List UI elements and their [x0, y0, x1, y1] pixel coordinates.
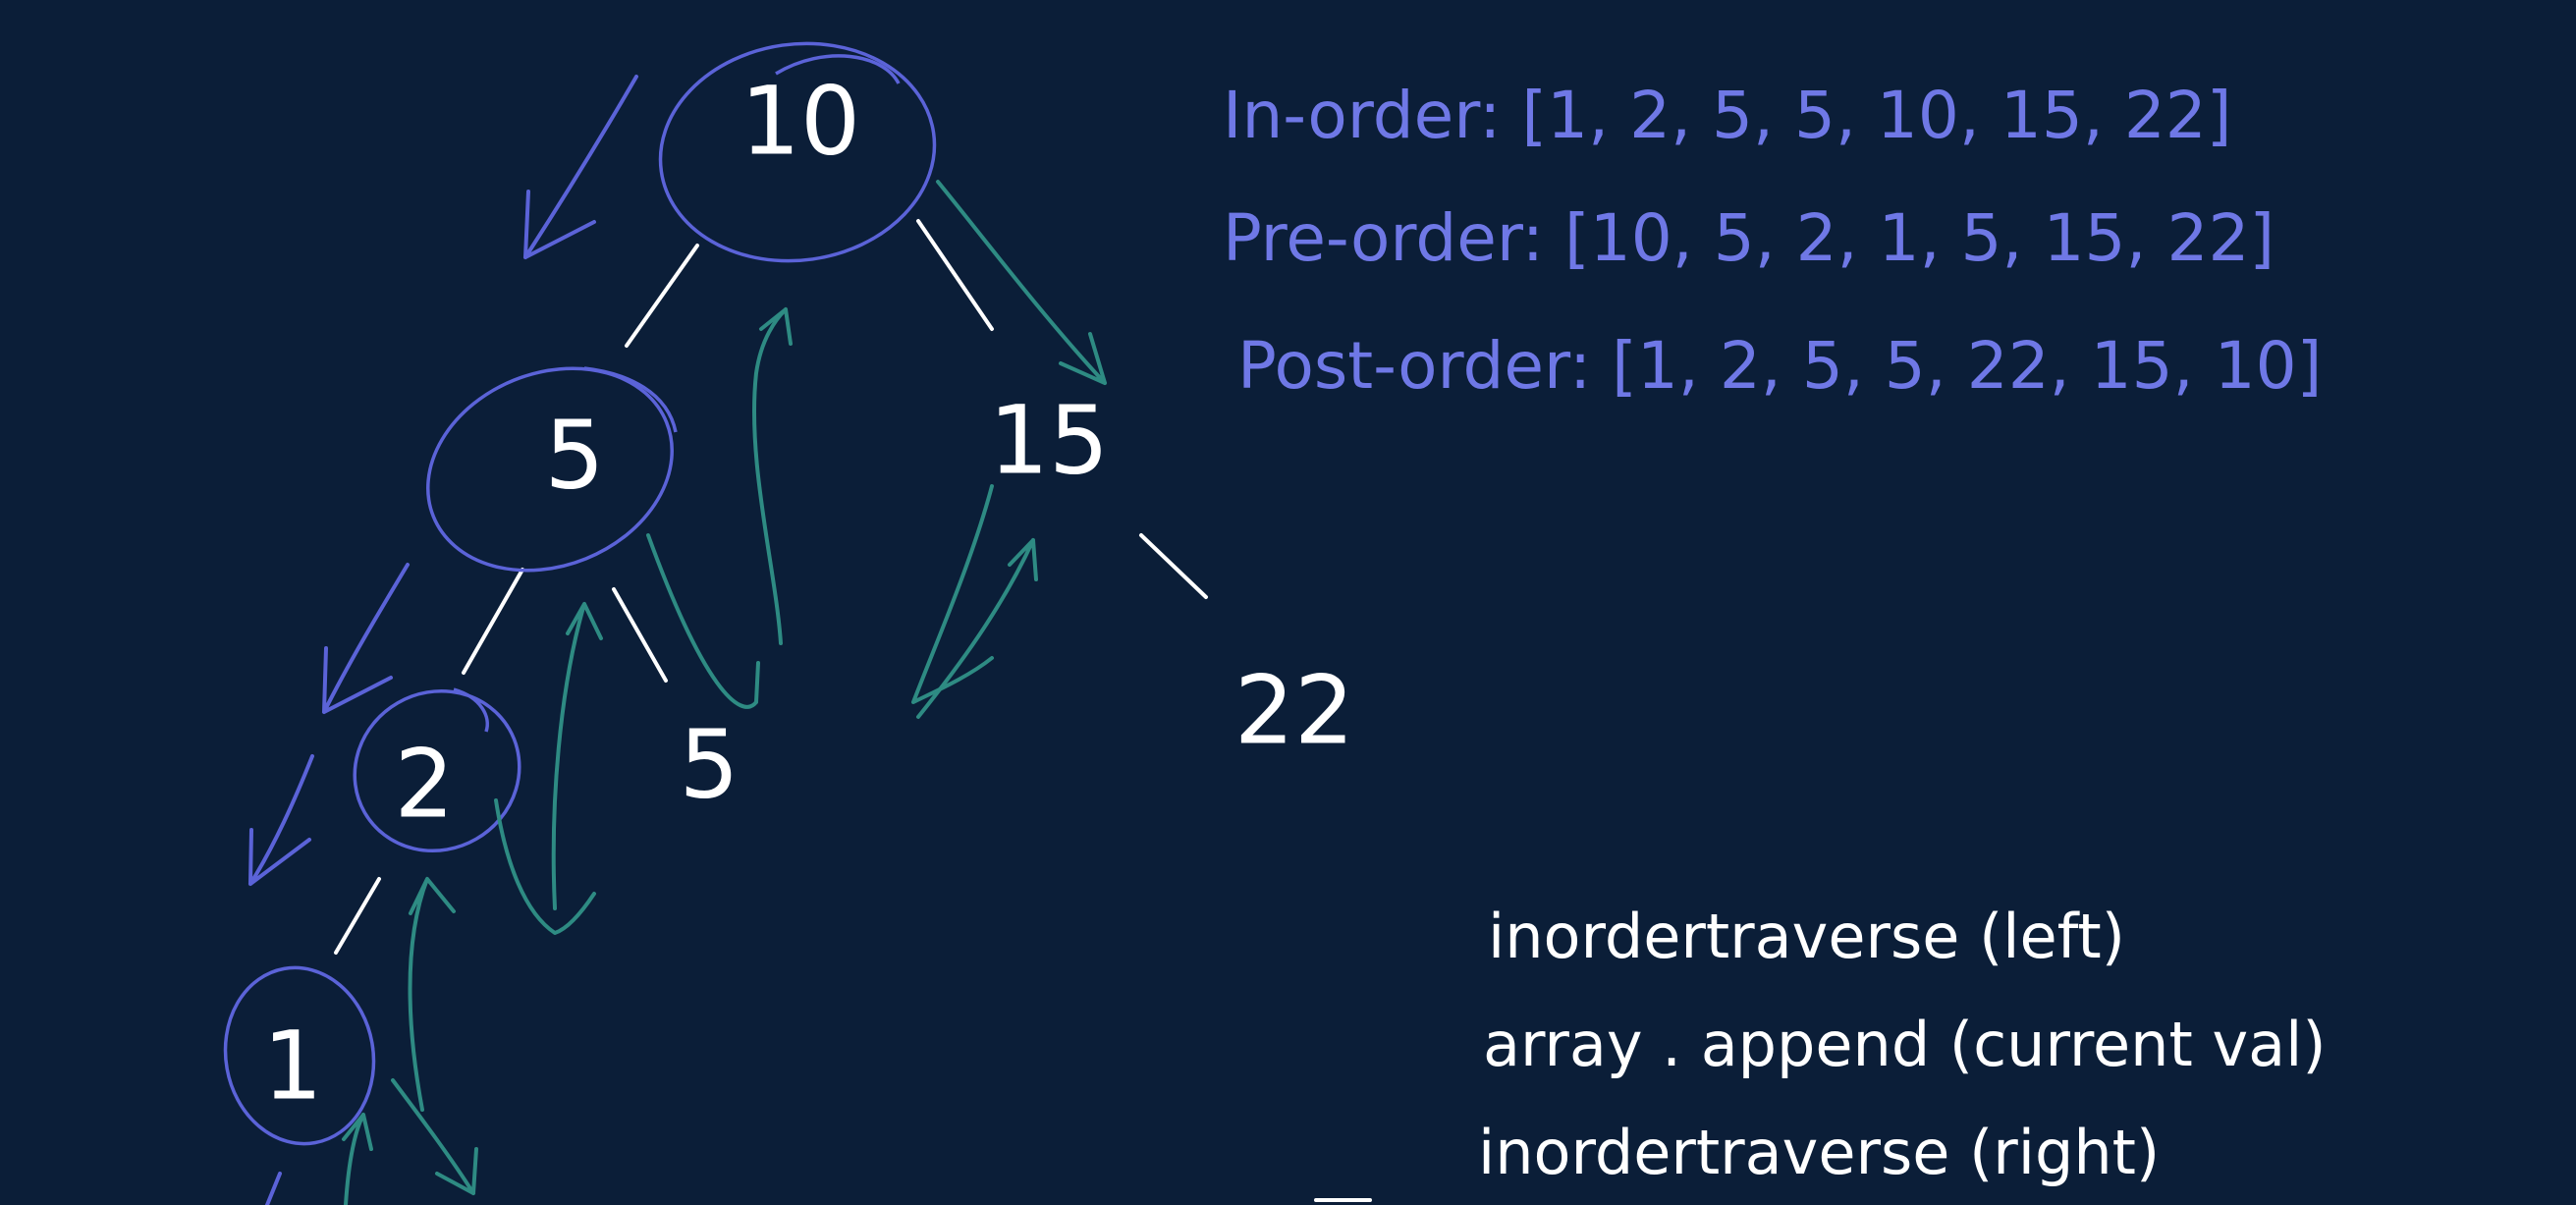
pseudocode: inordertraverse (left) array . append (c…: [1478, 901, 2327, 1188]
node-2-circle: [353, 688, 521, 853]
green-arrow-4-up: [551, 602, 603, 910]
blue-arrow-2: [322, 563, 410, 714]
inorder-line: In-order: [1, 2, 5, 5, 10, 15, 22]: [1223, 78, 2232, 153]
blue-arrow-1: [523, 75, 638, 259]
postorder-line: Post-order: [1, 2, 5, 5, 22, 15, 10]: [1237, 328, 2322, 404]
node-10-circle-overstroke: [775, 54, 901, 84]
node-5-right-label: 5: [679, 709, 739, 819]
node-circles: [223, 41, 937, 1146]
node-5-label: 5: [544, 400, 604, 510]
code-line-3: inordertraverse (right): [1478, 1117, 2160, 1188]
green-arrow-7-down: [936, 180, 1107, 385]
green-arrow-5-down: [646, 533, 760, 709]
node-2-label: 2: [394, 729, 454, 839]
code-line-2: array . append (current val): [1483, 1009, 2327, 1080]
green-arrow-2-up: [408, 877, 456, 1112]
blue-arrow-3: [248, 754, 314, 886]
green-arrow-9-up: [916, 538, 1038, 719]
blue-arrow-4: [265, 1172, 282, 1205]
green-arrow-1-down: [391, 1078, 478, 1195]
edge-10-15: [916, 219, 994, 331]
green-arrow-3-down: [494, 798, 596, 935]
node-22-label: 22: [1234, 655, 1354, 765]
node-1-label: 1: [262, 1011, 322, 1121]
node-15-label: 15: [989, 385, 1109, 495]
node-5-circle: [426, 366, 674, 573]
green-arrows: [342, 180, 1107, 1205]
edge-10-5: [625, 244, 699, 348]
edge-5-5: [612, 587, 668, 683]
preorder-line: Pre-order: [10, 5, 2, 1, 5, 15, 22]: [1223, 200, 2275, 276]
node-10-circle: [658, 41, 937, 263]
code-line-1: inordertraverse (left): [1488, 901, 2125, 972]
node-1-circle: [223, 965, 376, 1146]
edge-15-22: [1139, 533, 1208, 599]
traversal-results: In-order: [1, 2, 5, 5, 10, 15, 22] Pre-o…: [1223, 78, 2322, 404]
node-10-label: 10: [740, 66, 860, 176]
node-2-circle-overstroke: [453, 687, 489, 733]
edge-5-2: [462, 568, 524, 675]
green-arrow-8-down: [911, 484, 994, 704]
node-labels: 10 5 15 2 5 22 1: [262, 66, 1354, 1121]
edge-2-1: [334, 877, 381, 955]
blue-arrows: [248, 75, 638, 1205]
node-5-circle-overstroke: [583, 366, 678, 433]
green-arrow-1-up: [342, 1113, 373, 1205]
green-arrow-6-up: [752, 307, 793, 645]
tree-edges: [334, 219, 1208, 955]
